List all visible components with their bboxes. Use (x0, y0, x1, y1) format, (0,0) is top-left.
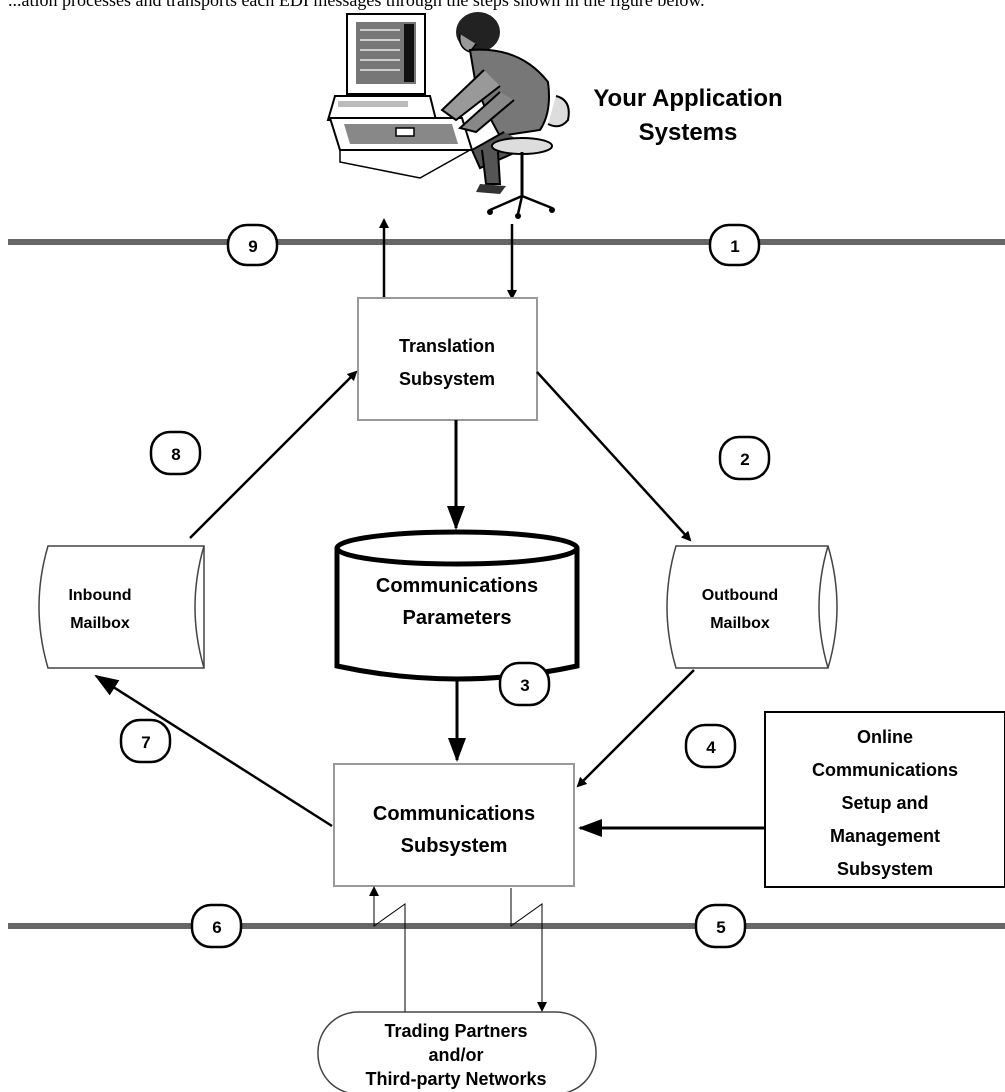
trading-partners-box (317, 1011, 597, 1092)
step-circle-9: 9 (226, 223, 279, 267)
communications-subsystem-box (333, 763, 575, 887)
parameters-line1: Communications (376, 575, 538, 597)
person-at-computer-icon (326, 12, 570, 219)
svg-text:9: 9 (248, 237, 257, 256)
online-line4: Management (830, 826, 940, 846)
partners-line2: and/or (428, 1045, 483, 1065)
link-communications-to-partners (510, 888, 547, 1012)
step-circle-5: 5 (694, 903, 747, 949)
svg-text:6: 6 (212, 918, 221, 937)
step-circle-1: 1 (708, 223, 761, 267)
arrow-communications-to-inbound (94, 674, 333, 828)
communications-parameters-db (334, 529, 580, 682)
translation-line2: Subsystem (399, 369, 495, 389)
partners-line3: Third-party Networks (365, 1069, 546, 1089)
inbound-line1: Inbound (68, 587, 131, 604)
step-circle-6: 6 (190, 903, 243, 949)
application-label-line1: Your Application (593, 85, 782, 112)
svg-text:7: 7 (141, 733, 150, 752)
svg-text:1: 1 (730, 237, 739, 256)
outbound-line1: Outbound (702, 587, 778, 604)
inbound-mailbox (38, 545, 205, 669)
svg-text:5: 5 (716, 918, 725, 937)
inbound-line2: Mailbox (70, 615, 130, 632)
parameters-line2: Parameters (403, 607, 512, 629)
translation-line1: Translation (399, 336, 495, 356)
step-circle-4: 4 (684, 723, 737, 769)
link-partners-to-communications (369, 886, 406, 1012)
caption-fragment: ...ation processes and transports each E… (8, 0, 705, 10)
online-line1: Online (857, 727, 913, 747)
step-circle-3: 3 (498, 661, 551, 707)
communications-line2: Subsystem (401, 835, 508, 857)
application-label-line2: Systems (639, 119, 738, 146)
arrow-outbound-to-communications (576, 669, 695, 788)
outbound-mailbox (666, 545, 838, 669)
svg-text:8: 8 (171, 445, 180, 464)
step-circle-7: 7 (119, 718, 172, 764)
partners-line1: Trading Partners (384, 1021, 527, 1041)
outbound-line2: Mailbox (710, 615, 770, 632)
online-line5: Subsystem (837, 859, 933, 879)
communications-line1: Communications (373, 803, 535, 825)
step-circle-8: 8 (149, 430, 202, 476)
online-line3: Setup and (841, 793, 928, 813)
arrow-translation-to-outbound (536, 371, 692, 542)
svg-text:2: 2 (740, 450, 749, 469)
online-line2: Communications (812, 760, 958, 780)
arrow-inbound-to-translation (189, 370, 358, 539)
svg-text:3: 3 (520, 676, 529, 695)
svg-text:4: 4 (706, 738, 716, 757)
step-circle-2: 2 (718, 435, 771, 481)
online-setup-box (764, 711, 1005, 888)
translation-subsystem-box (357, 297, 538, 421)
